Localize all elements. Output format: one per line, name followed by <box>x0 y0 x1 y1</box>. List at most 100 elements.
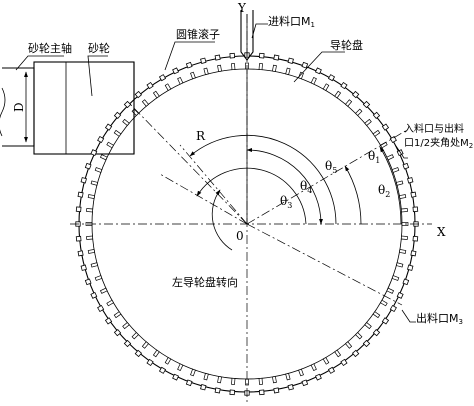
roller-slot <box>90 262 99 268</box>
roller-slot <box>152 349 160 358</box>
grinding-wheel <box>33 61 135 155</box>
roller-tooth <box>402 162 410 170</box>
roller-tooth <box>158 74 167 82</box>
roller-tooth <box>258 389 265 396</box>
theta5-label: θ5 <box>325 159 337 175</box>
roller-slot <box>99 154 108 161</box>
roller-slot <box>90 180 99 186</box>
x-axis-label: X <box>437 225 446 239</box>
roller-slot <box>310 76 317 85</box>
roller-slot <box>164 83 172 91</box>
roller-tooth <box>214 54 221 61</box>
roller-slot <box>190 71 196 80</box>
roller-slot <box>285 67 291 76</box>
roller-tooth <box>104 317 113 325</box>
roller-slot <box>391 167 400 173</box>
roller-tooth <box>410 250 417 257</box>
roller-tooth <box>412 235 419 242</box>
leader-wheel <box>87 55 108 97</box>
roller-tooth <box>172 67 180 75</box>
roller-slot <box>258 377 263 385</box>
roller-tooth <box>273 387 280 394</box>
roller-tooth <box>258 52 265 59</box>
roller-slot <box>177 363 184 372</box>
roller-tooth <box>97 304 105 313</box>
roller-tooth <box>75 235 82 242</box>
leader-midpoint <box>395 145 408 159</box>
roller-slot <box>391 275 400 281</box>
roller-slot <box>322 357 330 365</box>
roller-tooth <box>402 278 410 286</box>
theta3-label: θ3 <box>280 194 292 210</box>
roller-tooth <box>80 177 87 184</box>
roller-slot <box>164 357 172 365</box>
roller-tooth <box>407 264 414 271</box>
roller-slot <box>386 287 395 294</box>
roller-tooth <box>172 373 180 381</box>
roller-slot <box>113 311 122 319</box>
ray-theta4 <box>179 144 248 225</box>
roller-slot <box>203 67 209 76</box>
roller-slot <box>106 299 114 307</box>
roller-tooth <box>412 206 419 213</box>
roller-slot <box>141 99 150 107</box>
roller-tooth <box>372 328 381 337</box>
roller-slot <box>322 83 330 91</box>
leader-spindle <box>15 55 64 71</box>
roller-slot <box>395 262 404 268</box>
tapered-roller-ring <box>75 52 419 396</box>
roller-tooth <box>351 349 360 358</box>
diameter-label: D <box>12 102 26 112</box>
roller-tooth <box>77 250 84 257</box>
roller-slot <box>86 235 94 240</box>
roller-tooth <box>80 264 87 271</box>
roller-tooth <box>410 191 417 198</box>
roller-slot <box>386 154 395 161</box>
ray-theta3 <box>159 173 248 225</box>
roller-tooth <box>396 291 404 299</box>
roller-slot <box>231 377 236 385</box>
radius-line <box>129 103 248 225</box>
diameter-dimension: D <box>12 71 28 143</box>
roller-tooth <box>351 90 360 99</box>
roller-tooth <box>134 349 143 358</box>
roller-slot <box>272 64 277 73</box>
roller-tooth <box>200 57 207 64</box>
roller-tooth <box>287 57 294 64</box>
roller-slot <box>364 321 372 330</box>
leader-disk <box>293 51 345 83</box>
roller-tooth <box>362 100 371 109</box>
roller-tooth <box>362 339 371 348</box>
midpoint-label-line2: 口1/2夹角处M2 <box>404 136 473 150</box>
roller-slot <box>285 372 291 381</box>
guide-disk-label: 导轮盘 <box>330 38 363 52</box>
roller-slot <box>141 341 150 349</box>
roller-slot <box>131 332 139 340</box>
roller-tooth <box>327 366 336 374</box>
origin-label: 0 <box>236 229 244 243</box>
roller-slot <box>217 64 222 73</box>
roller-tooth <box>229 389 236 396</box>
roller-slot <box>298 71 304 80</box>
leader-roller <box>164 41 215 71</box>
roller-tooth <box>185 61 193 69</box>
inlet-label: 进料口M1 <box>268 14 315 29</box>
roller-tooth <box>327 74 336 82</box>
roller-slot <box>87 249 96 254</box>
roller-slot <box>272 375 277 384</box>
roller-tooth <box>113 328 122 337</box>
roller-tooth <box>389 135 397 144</box>
ray-theta1 <box>246 129 408 225</box>
roller-slot <box>355 332 363 340</box>
ray-outlet <box>246 223 403 306</box>
roller-slot <box>258 63 263 71</box>
roller-tooth <box>90 291 98 299</box>
roller-tooth <box>146 81 154 90</box>
roller-tooth <box>146 358 154 367</box>
roller-tooth <box>301 61 309 69</box>
roller-slot <box>372 129 381 137</box>
roller-tooth <box>97 135 105 144</box>
roller-slot <box>217 375 222 384</box>
roller-tooth <box>84 278 92 286</box>
